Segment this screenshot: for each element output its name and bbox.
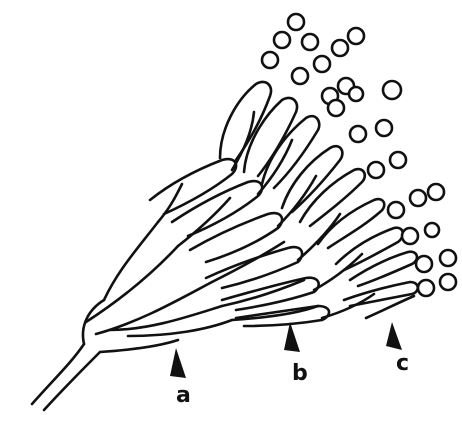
label-c: c (396, 351, 409, 376)
conidium (314, 56, 330, 72)
conidium (388, 202, 404, 218)
conidium (288, 14, 304, 30)
label-b: b (292, 361, 308, 386)
conidium (292, 68, 308, 84)
arrowhead-b (284, 322, 300, 352)
conidium (418, 280, 434, 296)
conidium (425, 223, 439, 237)
arrowhead-c (386, 322, 402, 350)
conidium (376, 120, 392, 136)
conidium (348, 28, 364, 44)
conidium (302, 34, 318, 50)
conidium (383, 81, 401, 99)
conidium (349, 87, 363, 101)
conidium (402, 228, 418, 244)
label-a: a (176, 383, 191, 408)
arrowhead-a (170, 348, 186, 378)
conidium (328, 100, 344, 116)
conidium (416, 256, 432, 272)
level-labels: a b c (176, 351, 409, 408)
conidium (332, 40, 348, 56)
conidium (368, 162, 384, 178)
conidium (262, 52, 278, 68)
conidia-chains (262, 14, 456, 296)
conidium (440, 250, 456, 266)
conidium (410, 190, 426, 206)
conidium (390, 152, 406, 168)
level-markers (170, 322, 402, 378)
conidium (428, 184, 444, 200)
conidium (350, 126, 366, 142)
stipe (32, 300, 178, 410)
conidium (440, 274, 456, 290)
conidium (274, 32, 290, 48)
